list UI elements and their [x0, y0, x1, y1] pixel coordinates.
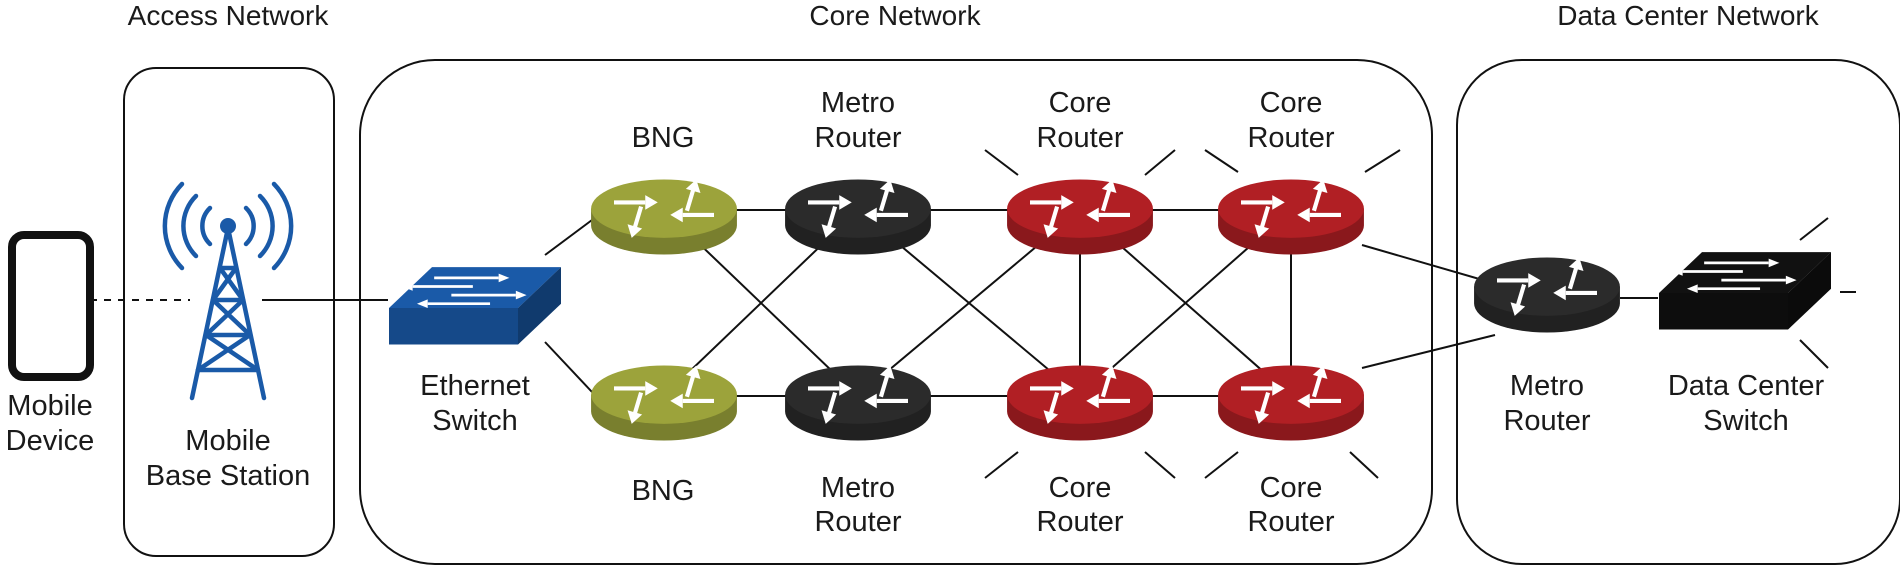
switch-icon — [1657, 250, 1833, 331]
access-network-title: Access Network — [128, 0, 330, 31]
router-icon — [785, 366, 931, 441]
data-center-network-box — [1456, 59, 1900, 565]
metro-router-top: Metro Router — [785, 87, 931, 255]
core-router-1-label: Core — [1049, 87, 1112, 119]
bng-top-label: BNG — [632, 122, 695, 154]
bng-top: BNG — [591, 122, 737, 255]
router-icon — [785, 180, 931, 255]
metro-router-bottom-label: Router — [814, 506, 901, 538]
core-router-2: Core Router — [1218, 87, 1364, 255]
core-router-2-label: Router — [1247, 122, 1334, 154]
core-router-4: Core Router — [1218, 366, 1364, 538]
core-router-4-label: Router — [1247, 506, 1334, 538]
core-network-title: Core Network — [809, 0, 981, 31]
stub-line — [1799, 217, 1829, 241]
dc-metro-router: Metro Router — [1474, 258, 1620, 437]
ethernet-switch: Ethernet Switch — [387, 265, 563, 437]
mobile-device-label: Mobile — [7, 390, 92, 422]
link-ethernet-switch-to-bng-bottom — [544, 341, 593, 393]
stub-line — [984, 451, 1019, 479]
core-network-box — [359, 59, 1433, 565]
core-router-1: Core Router — [1007, 87, 1153, 255]
access-network-box — [123, 67, 335, 557]
router-icon — [1474, 258, 1620, 333]
router-icon — [591, 180, 737, 255]
core-router-2-label: Core — [1260, 87, 1323, 119]
data-center-switch-label: Data Center — [1668, 370, 1825, 402]
data-center-network-title: Data Center Network — [1557, 0, 1819, 31]
mobile-base-station-label: Mobile — [185, 425, 270, 457]
mobile-base-station: Mobile Base Station — [146, 181, 310, 492]
metro-router-bottom-label: Metro — [821, 472, 895, 504]
router-icon — [1218, 366, 1364, 441]
stub-line — [1144, 149, 1176, 176]
core-router-1-label: Router — [1036, 122, 1123, 154]
stub-line — [1349, 451, 1379, 479]
stub-line — [1364, 149, 1401, 173]
metro-router-top-label: Router — [814, 122, 901, 154]
core-router-4-label: Core — [1260, 472, 1323, 504]
smartphone-icon — [8, 231, 94, 381]
ethernet-switch-label: Ethernet — [420, 370, 530, 402]
mobile-device-label: Device — [6, 425, 95, 457]
data-center-switch: Data Center Switch — [1657, 250, 1833, 437]
bng-bottom: BNG — [591, 366, 737, 507]
cell-tower-icon — [162, 181, 294, 401]
stub-line — [984, 149, 1019, 176]
stub-line — [1144, 451, 1176, 479]
metro-router-top-label: Metro — [821, 87, 895, 119]
router-icon — [1218, 180, 1364, 255]
core-router-3-label: Core — [1049, 472, 1112, 504]
bng-bottom-label: BNG — [632, 475, 695, 507]
link-ethernet-switch-to-bng-top — [544, 219, 593, 256]
core-router-3-label: Router — [1036, 506, 1123, 538]
router-icon — [1007, 366, 1153, 441]
link-core-2-to-dc-metro — [1361, 244, 1501, 286]
stub-line — [1204, 149, 1239, 173]
ethernet-switch-label: Switch — [432, 405, 517, 437]
core-router-3: Core Router — [1007, 366, 1153, 538]
stubs-layer — [984, 149, 1856, 479]
router-icon — [591, 366, 737, 441]
data-center-switch-label: Switch — [1703, 405, 1788, 437]
dc-metro-router-label: Router — [1503, 405, 1590, 437]
mobile-device: Mobile Device — [6, 231, 95, 457]
switch-icon — [387, 265, 563, 346]
stub-line — [1204, 451, 1239, 479]
mobile-base-station-label: Base Station — [146, 460, 310, 492]
metro-router-bottom: Metro Router — [785, 366, 931, 538]
stub-line — [1799, 339, 1829, 369]
link-core-4-to-dc-metro — [1361, 334, 1496, 369]
router-icon — [1007, 180, 1153, 255]
dc-metro-router-label: Metro — [1510, 370, 1584, 402]
